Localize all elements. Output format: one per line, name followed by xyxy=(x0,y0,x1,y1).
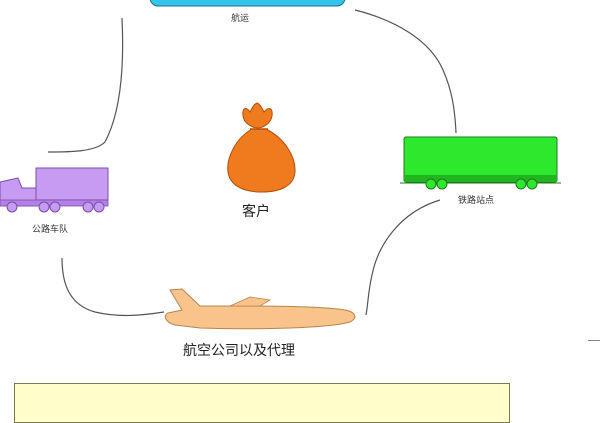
ship-icon xyxy=(149,0,346,7)
truck-icon xyxy=(0,167,109,213)
connector-ship-truck xyxy=(47,17,124,153)
connector-ship-rail xyxy=(354,9,457,134)
train-icon xyxy=(400,136,561,190)
airplane-icon xyxy=(164,288,356,330)
connector-rail-air xyxy=(365,199,441,316)
connector-truck-air xyxy=(61,257,165,317)
ship-label: 航运 xyxy=(231,14,250,24)
airline-agent-label: 航空公司以及代理 xyxy=(183,343,295,359)
edge-divider xyxy=(588,340,600,341)
customer-label: 客户 xyxy=(242,204,270,220)
diagram-canvas xyxy=(0,0,561,330)
money-bag-icon xyxy=(227,102,296,193)
rail-station-label: 铁路站点 xyxy=(458,196,495,206)
note-box xyxy=(14,383,510,423)
truck-fleet-label: 公路车队 xyxy=(32,225,69,235)
